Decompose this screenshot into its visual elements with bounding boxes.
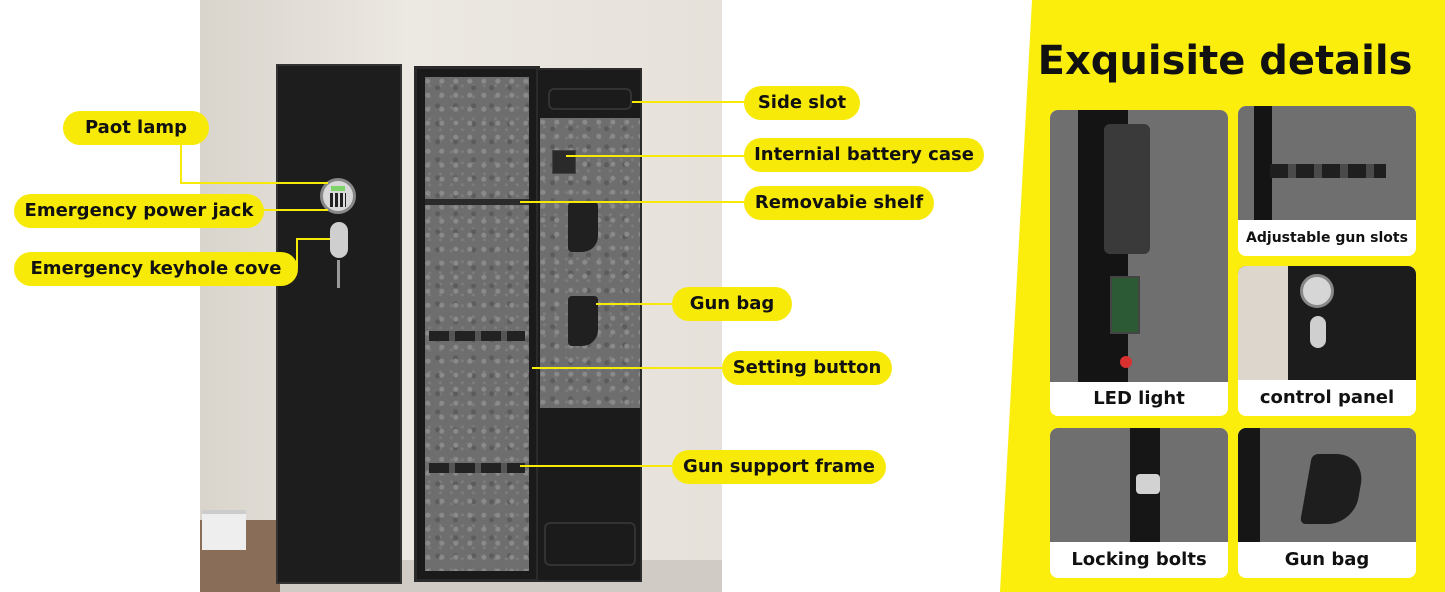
keypad-screen xyxy=(331,186,345,191)
slots-frame xyxy=(1254,106,1272,220)
leader-battery xyxy=(566,155,746,157)
gun-bag-upper xyxy=(568,202,598,252)
card-locking-bolts-label: Locking bolts xyxy=(1071,549,1207,570)
card-led-light-photo xyxy=(1050,110,1228,382)
keypad xyxy=(320,178,356,214)
led-button xyxy=(1120,356,1132,368)
control-keypad xyxy=(1300,274,1334,308)
card-gun-bag: Gun bag xyxy=(1238,428,1416,578)
bolt xyxy=(1136,474,1160,494)
battery-case xyxy=(552,150,576,174)
control-keyhole xyxy=(1310,316,1326,348)
led-housing xyxy=(1104,124,1150,254)
card-adjustable-gun-slots: Adjustable gun slots xyxy=(1238,106,1416,256)
callout-gun-support-frame: Gun support frame xyxy=(672,450,886,484)
leader-power-jack xyxy=(262,209,328,211)
callout-battery-case: Internial battery case xyxy=(744,138,984,172)
gun-bag-holster xyxy=(1299,454,1367,524)
callout-removable-shelf: Removabie shelf xyxy=(744,186,934,220)
books xyxy=(202,510,246,550)
card-gun-slots-label: Adjustable gun slots xyxy=(1246,230,1408,246)
key xyxy=(337,260,340,288)
control-wall xyxy=(1238,266,1288,380)
interior-back xyxy=(425,77,529,571)
callout-side-slot: Side slot xyxy=(744,86,860,120)
callout-paot-lamp: Paot lamp xyxy=(63,111,209,145)
gun-rack-bottom xyxy=(429,463,525,473)
keyhole-cover xyxy=(330,222,348,258)
card-control-panel-label: control panel xyxy=(1259,387,1395,408)
card-locking-bolts-photo xyxy=(1050,428,1228,542)
callout-gun-bag: Gun bag xyxy=(672,287,792,321)
shelf xyxy=(425,199,529,205)
leader-keyhole-h xyxy=(296,238,330,240)
gun-bag-frame xyxy=(1238,428,1260,542)
card-locking-bolts: Locking bolts xyxy=(1050,428,1228,578)
leader-keyhole-v xyxy=(296,238,298,268)
card-gun-slots-photo xyxy=(1238,106,1416,220)
door-inner xyxy=(536,68,642,582)
leader-shelf xyxy=(520,201,746,203)
callout-emergency-power-jack: Emergency power jack xyxy=(14,194,264,228)
card-control-panel: control panel xyxy=(1238,266,1416,416)
details-title: Exquisite details xyxy=(1037,38,1413,84)
leader-paot-lamp-v xyxy=(180,140,182,182)
card-gun-bag-label: Gun bag xyxy=(1284,549,1370,570)
keypad-keys xyxy=(330,193,346,207)
side-slot-vent xyxy=(548,88,632,110)
callout-emergency-keyhole-cove: Emergency keyhole cove xyxy=(14,252,298,286)
led-display xyxy=(1110,276,1140,334)
cabinet-door-left xyxy=(276,64,402,584)
gun-rack-mid xyxy=(429,331,525,341)
leader-gun-bag xyxy=(596,303,672,305)
leader-setting xyxy=(532,367,724,369)
leader-support xyxy=(520,465,672,467)
leader-side-slot xyxy=(632,101,746,103)
card-led-light: LED light xyxy=(1050,110,1228,416)
card-control-panel-photo xyxy=(1238,266,1416,380)
card-led-light-label: LED light xyxy=(1093,388,1185,409)
leader-paot-lamp-h xyxy=(180,182,328,184)
slots-rail xyxy=(1270,164,1386,178)
bottom-vent xyxy=(544,522,636,566)
cabinet-interior xyxy=(414,66,540,582)
card-gun-bag-photo xyxy=(1238,428,1416,542)
product-photo xyxy=(200,0,722,592)
callout-setting-button: Setting button xyxy=(722,351,892,385)
gun-bag-lower xyxy=(568,296,598,346)
